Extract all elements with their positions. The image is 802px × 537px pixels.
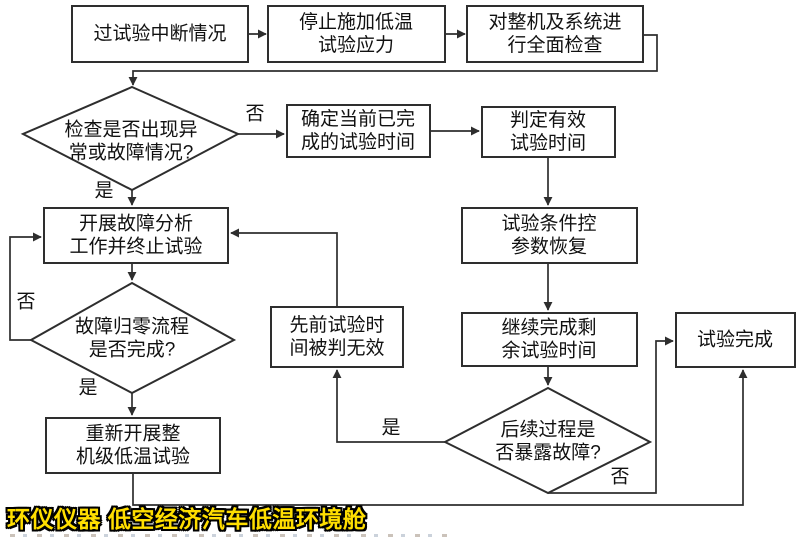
label-fault-zero-no: 否 <box>16 292 35 313</box>
node-full-check-line1: 对整机及系统进 <box>488 11 621 33</box>
cutoff-text-fragment <box>10 534 455 537</box>
edge-fullcheck-to-checkabnormal <box>128 34 658 86</box>
node-full-check-shape <box>466 5 644 63</box>
node-redo-full-test-line1: 重新开展整 <box>85 423 180 445</box>
edge-faultzero-no-loop-to-analysis <box>9 232 42 341</box>
node-fault-analysis-line1: 开展故障分析 <box>79 213 193 235</box>
node-stop-stress-line2: 试验应力 <box>318 34 394 56</box>
label-check-abnormal-no: 否 <box>245 104 264 125</box>
node-full-check: 对整机及系统进 行全面检查 <box>466 5 644 63</box>
node-judge-valid-line1: 判定有效 <box>510 109 586 131</box>
decision-expose-fault-shape <box>442 386 653 495</box>
decision-check-abnormal: 检查是否出现异 常或故障情况? <box>20 85 241 192</box>
decision-check-abnormal-line1: 检查是否出现异 <box>64 119 197 141</box>
node-prev-time-invalid-line2: 间被判无效 <box>289 337 384 359</box>
decision-check-abnormal-line2: 常或故障情况? <box>69 142 194 164</box>
node-prev-time-invalid-shape <box>270 306 404 368</box>
node-continue-remaining-shape <box>461 312 638 367</box>
node-restore-params-line1: 试验条件控 <box>501 213 596 235</box>
edge-exposefault-no-to-complete <box>548 336 674 494</box>
decision-expose-fault: 后续过程是 否暴露故障? <box>442 386 653 495</box>
node-fault-analysis-line2: 工作并终止试验 <box>69 236 202 258</box>
label-check-abnormal-yes: 是 <box>94 181 113 202</box>
node-restore-params-shape <box>461 207 638 264</box>
node-continue-remaining: 继续完成剩 余试验时间 <box>461 312 638 367</box>
node-fault-analysis-shape <box>43 207 229 264</box>
decision-expose-fault-line2: 否暴露故障? <box>495 442 601 464</box>
node-confirm-time-shape <box>286 104 431 158</box>
edges <box>9 29 748 506</box>
node-judge-valid-line2: 试验时间 <box>510 132 586 154</box>
brand-watermark: 环仪仪器 低空经济汽车低温环境舱 <box>7 506 367 532</box>
decision-fault-zero-line1: 故障归零流程 <box>75 316 189 338</box>
edge-redo-to-complete <box>132 369 748 506</box>
branch-labels: 否 是 否 是 是 否 <box>16 104 629 488</box>
node-stop-stress-line1: 停止施加低温 <box>299 11 413 33</box>
node-judge-valid: 判定有效 试验时间 <box>481 106 616 158</box>
node-redo-full-test-line2: 机级低温试验 <box>76 446 190 468</box>
node-confirm-time-line2: 成的试验时间 <box>301 131 415 153</box>
node-interrupt-shape <box>71 5 249 63</box>
node-interrupt-label: 过试验中断情况 <box>93 23 226 45</box>
node-stop-stress: 停止施加低温 试验应力 <box>267 5 446 63</box>
decision-fault-zero-shape <box>28 281 237 395</box>
decision-fault-zero-line2: 是否完成? <box>89 339 176 361</box>
node-continue-remaining-line1: 继续完成剩 <box>501 317 596 339</box>
node-redo-full-test: 重新开展整 机级低温试验 <box>45 417 221 474</box>
edge-previnvalid-to-analysis <box>230 228 338 307</box>
label-expose-fault-no: 否 <box>610 467 629 488</box>
decision-expose-fault-line1: 后续过程是 <box>500 419 595 441</box>
node-full-check-line2: 行全面检查 <box>507 34 602 56</box>
node-judge-valid-shape <box>481 106 616 158</box>
node-continue-remaining-line2: 余试验时间 <box>501 340 596 362</box>
node-test-complete: 试验完成 <box>675 312 796 368</box>
node-prev-time-invalid: 先前试验时 间被判无效 <box>270 306 404 368</box>
node-restore-params: 试验条件控 参数恢复 <box>461 207 638 264</box>
node-redo-full-test-shape <box>45 417 221 474</box>
node-prev-time-invalid-line1: 先前试验时 <box>289 314 384 336</box>
node-restore-params-line2: 参数恢复 <box>511 236 587 258</box>
label-fault-zero-yes: 是 <box>78 378 97 399</box>
decision-check-abnormal-shape <box>20 85 241 192</box>
node-stop-stress-shape <box>267 5 446 63</box>
node-confirm-time: 确定当前已完 成的试验时间 <box>286 104 431 158</box>
node-test-complete-shape <box>675 312 796 368</box>
label-expose-fault-yes: 是 <box>381 418 400 439</box>
node-test-complete-label: 试验完成 <box>697 329 773 351</box>
edge-exposefault-yes-to-previnvalid <box>332 369 445 443</box>
decision-fault-zero: 故障归零流程 是否完成? <box>28 281 237 395</box>
node-confirm-time-line1: 确定当前已完 <box>301 108 415 130</box>
node-fault-analysis: 开展故障分析 工作并终止试验 <box>43 207 229 264</box>
node-interrupt: 过试验中断情况 <box>71 5 249 63</box>
